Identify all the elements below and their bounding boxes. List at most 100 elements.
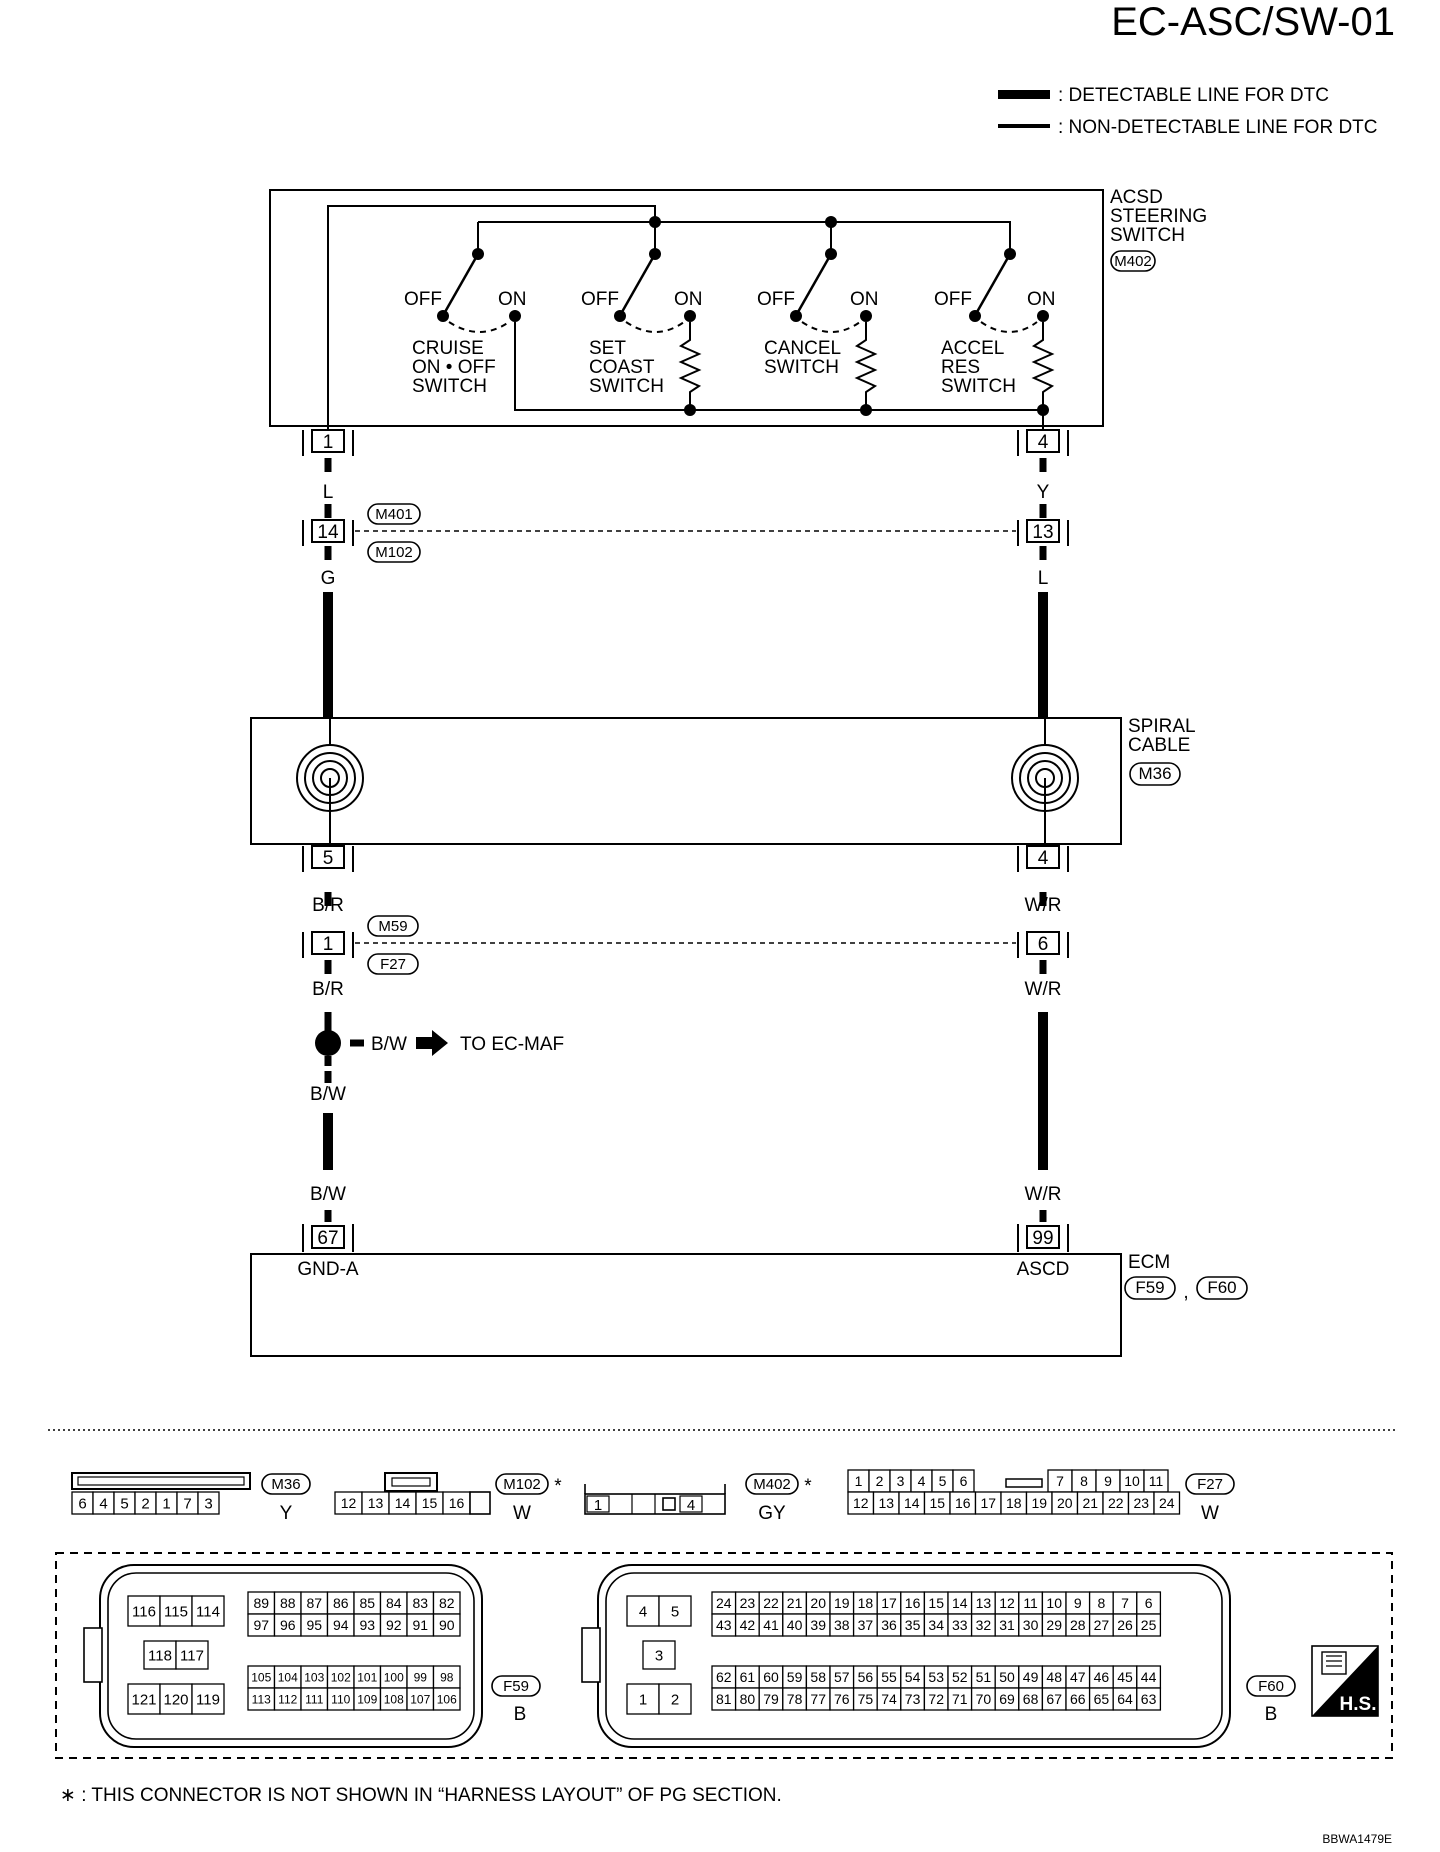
connector-icon [1321, 1651, 1347, 1675]
connector-pin-label: 105 [251, 1670, 271, 1684]
connector-pin-label: 82 [439, 1595, 455, 1611]
accel-res-switch-label-2: RES [941, 357, 980, 378]
connector-pin-label: 72 [928, 1691, 944, 1707]
ecm-terminal-right: 99 [1017, 1224, 1069, 1252]
connector-pin-label: 22 [1108, 1495, 1124, 1511]
set-coast-switch: OFF ON SET COAST SWITCH [581, 248, 703, 410]
connector-pin-label: 32 [976, 1617, 992, 1633]
connector-pin-cell [175, 1640, 209, 1670]
svg-text:99: 99 [1032, 1228, 1053, 1249]
connector-pin-label: 110 [331, 1692, 350, 1706]
connector-m401-m102: 14 13 M401 M102 [302, 503, 1069, 563]
acsd-connector-badge [1110, 250, 1156, 272]
connector-pin-label: 5 [939, 1473, 947, 1489]
connector-pin-cell [658, 1683, 692, 1715]
connector-pin-label: 117 [180, 1647, 204, 1664]
connector-pin-cell [432, 1613, 461, 1637]
svg-text:1: 1 [323, 432, 334, 453]
connector-pin-label: 9 [1074, 1595, 1082, 1611]
connector-pin-label: 96 [280, 1617, 296, 1633]
svg-text:13: 13 [1032, 522, 1053, 543]
cruise-switch-label-3: SWITCH [412, 376, 487, 397]
connector-pin-label: 31 [999, 1617, 1015, 1633]
svg-text:4: 4 [1038, 432, 1049, 453]
connector-pin-label: 41 [763, 1617, 779, 1633]
connector-pin-label: 18 [858, 1595, 874, 1611]
connector-pin-label: 27 [1094, 1617, 1110, 1633]
connector-pin-cell [658, 1595, 692, 1627]
branch-wire-color: B/W [371, 1034, 407, 1055]
ecm-box [250, 1253, 1122, 1357]
connector-pin-label: 33 [952, 1617, 968, 1633]
acsd-output-bus [514, 322, 1044, 432]
footnote: ∗ : THIS CONNECTOR IS NOT SHOWN IN “HARN… [60, 1785, 782, 1806]
connector-pin-label: 2 [671, 1691, 679, 1708]
svg-text:*: * [804, 1476, 812, 1497]
connector-pin-label: 66 [1070, 1691, 1086, 1707]
connector-pin-label: 52 [952, 1669, 968, 1685]
connector-pin-label: 14 [395, 1495, 411, 1511]
connector-pin-label: 51 [976, 1669, 992, 1685]
wire-segments [323, 458, 1048, 1222]
connector-pin-label: 9 [1104, 1473, 1112, 1489]
connector-pin-cell [191, 1595, 225, 1627]
connector-pin-label: 81 [716, 1691, 732, 1707]
connector-pin-label: 29 [1046, 1617, 1062, 1633]
acsd-common-bus [478, 221, 1011, 250]
connector-pin-label: 60 [763, 1669, 779, 1685]
connector-pin-label: 58 [810, 1669, 826, 1685]
connector-pin-cell [432, 1687, 461, 1711]
connector-pin-label: 4 [639, 1603, 647, 1620]
connector-pin-label: 116 [132, 1603, 156, 1620]
svg-text:W: W [513, 1503, 531, 1524]
svg-text:M102: M102 [503, 1476, 541, 1493]
connector-pin-label: 94 [333, 1617, 349, 1633]
connector-pin-label: 83 [412, 1595, 428, 1611]
connector-pin-label: 28 [1070, 1617, 1086, 1633]
connector-pin-label: 47 [1070, 1669, 1086, 1685]
connector-pin-label: 15 [422, 1495, 438, 1511]
connector-pin-label: 75 [858, 1691, 874, 1707]
connector-pin-label: 16 [449, 1495, 465, 1511]
svg-text:4: 4 [687, 1497, 695, 1514]
connector-pin-label: 84 [386, 1595, 402, 1611]
connector-pin-label: 108 [384, 1692, 404, 1706]
connector-pin-cell [1136, 1687, 1162, 1711]
connector-pin-label: 91 [412, 1617, 428, 1633]
connector-pin-label: 70 [976, 1691, 992, 1707]
svg-text:F27: F27 [1197, 1476, 1223, 1493]
connector-pin-label: 4 [99, 1495, 107, 1512]
connector-pin-label: 50 [999, 1669, 1015, 1685]
connector-pin-cell [127, 1595, 161, 1627]
connector-pin-label: 118 [148, 1647, 172, 1664]
branch-destination: TO EC-MAF [460, 1034, 564, 1055]
connector-pin-label: 37 [858, 1617, 874, 1633]
connector-id-m401: M401 [375, 506, 413, 523]
legend-detectable-label: : DETECTABLE LINE FOR DTC [1058, 85, 1329, 106]
svg-text:F60: F60 [1258, 1678, 1284, 1695]
off-label: OFF [404, 289, 442, 310]
connector-pin-label: 24 [1159, 1495, 1175, 1511]
connector-pin-label: 119 [196, 1691, 220, 1708]
connector-pin-label: 3 [204, 1495, 212, 1512]
on-label: ON [850, 289, 879, 310]
connector-pin-label: 63 [1141, 1691, 1157, 1707]
hs-badge: H.S. [1311, 1645, 1379, 1717]
resistor-symbol [854, 322, 878, 410]
svg-text:14: 14 [317, 522, 339, 543]
connector-pin-label: 42 [740, 1617, 756, 1633]
svg-text:B: B [514, 1704, 527, 1725]
connector-pin-label: 25 [1141, 1617, 1157, 1633]
connector-pin-label: 5 [671, 1603, 679, 1620]
connector-face-m402: 1 4 M402 * GY [584, 1473, 812, 1524]
connector-pin-label: 16 [955, 1495, 971, 1511]
connector-pin-label: 22 [763, 1595, 779, 1611]
connector-pin-label: 14 [904, 1495, 920, 1511]
connector-id-f27: F27 [380, 956, 406, 973]
resistor-symbol [1031, 322, 1055, 410]
connector-pin-label: 57 [834, 1669, 850, 1685]
connector-pin-label: 64 [1117, 1691, 1133, 1707]
